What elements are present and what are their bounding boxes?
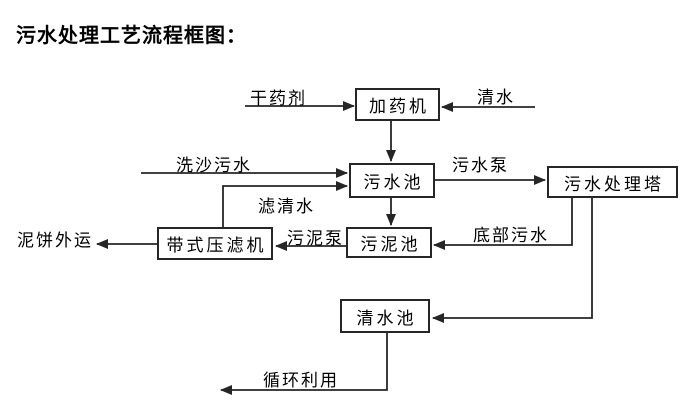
arrow-filtered-clear-water	[222, 181, 348, 227]
label-sand-washing-sewage: 洗沙污水	[176, 156, 252, 175]
node-clear-water-pool-label: 清水池	[356, 308, 417, 328]
label-recycling: 循环利用	[263, 371, 339, 390]
node-sludge-pool: 污泥池	[346, 227, 432, 258]
node-sewage-treatment-tower-label: 污水处理塔	[564, 174, 664, 194]
label-clear-water: 清水	[477, 88, 515, 107]
arrow-recycling	[220, 333, 388, 395]
label-bottom-sewage: 底部污水	[473, 226, 549, 245]
arrow-tower-to-clear-water-pool	[432, 198, 593, 323]
node-sewage-pool-label: 污水池	[363, 173, 424, 192]
node-belt-filter-press: 带式压滤机	[157, 227, 273, 260]
node-dosing-machine-label: 加药机	[369, 97, 429, 116]
label-sewage-pump: 污水泵	[452, 156, 509, 175]
label-sludge-pump: 污泥泵	[287, 229, 344, 248]
node-sludge-pool-label: 污泥池	[360, 235, 421, 254]
node-sewage-treatment-tower: 污水处理塔	[547, 166, 678, 198]
label-dry-agent: 干药剂	[250, 89, 307, 108]
node-sewage-pool: 污水池	[349, 163, 435, 198]
label-filtered-clear-water: 滤清水	[258, 197, 315, 216]
arrow-bottom-sewage	[433, 198, 573, 250]
node-clear-water-pool: 清水池	[340, 299, 430, 333]
node-dosing-machine: 加药机	[355, 88, 440, 121]
page-title: 污水处理工艺流程框图：	[16, 25, 247, 47]
label-mud-cake-outbound: 泥饼外运	[17, 231, 93, 250]
node-belt-filter-press-label: 带式压滤机	[166, 236, 267, 255]
